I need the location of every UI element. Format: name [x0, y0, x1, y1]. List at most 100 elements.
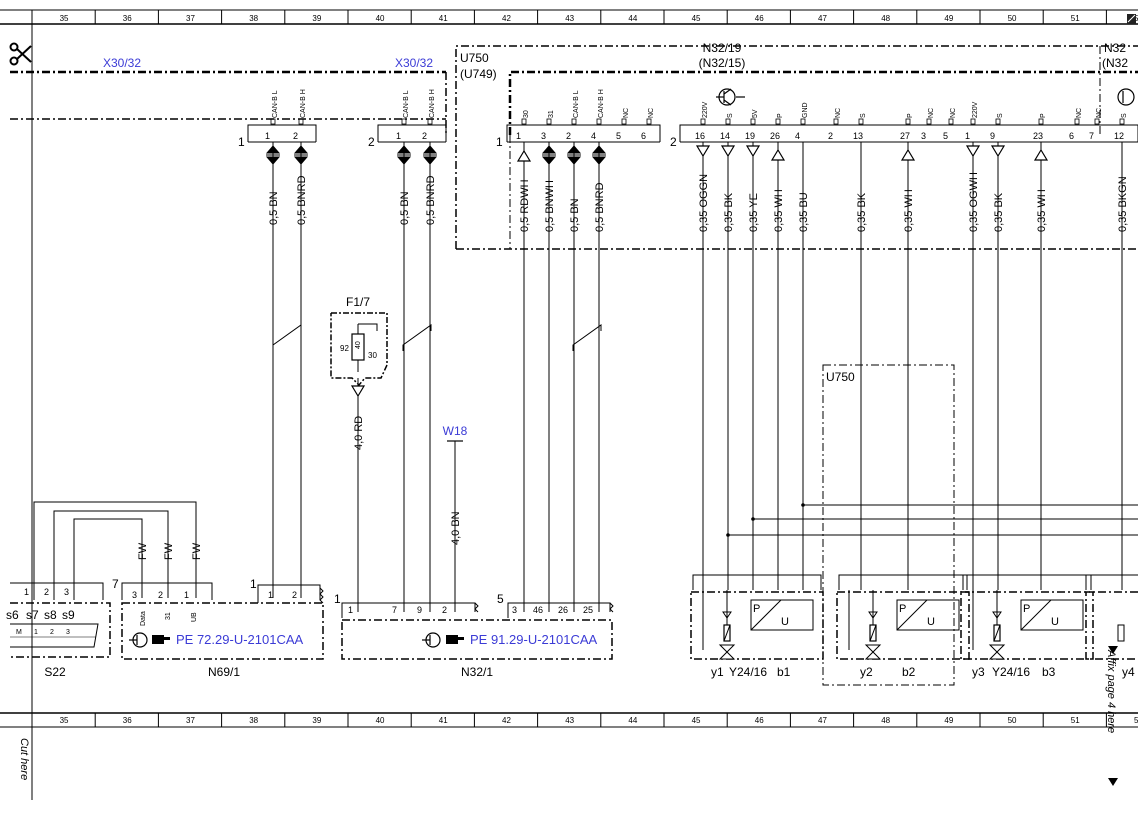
ruler-number: 48: [881, 14, 890, 23]
wire-label: 0,35 OGWH: [968, 172, 980, 232]
ruler-number: 35: [60, 14, 69, 23]
pin-signal: 30: [523, 110, 530, 118]
ruler-number: 40: [376, 716, 385, 725]
ruler-number: 36: [123, 14, 132, 23]
wire-label: FW: [191, 542, 203, 560]
pin-signal: P: [907, 113, 914, 118]
pressure-sensor: [750, 599, 814, 631]
pin-number: 27: [900, 131, 910, 141]
ruler-number: 51: [1071, 14, 1080, 23]
pin-socket: [621, 118, 627, 125]
ruler-number: 45: [692, 716, 701, 725]
connector-number: 2: [670, 135, 677, 149]
pin-number: 2: [828, 131, 833, 141]
valve-block: [836, 591, 970, 660]
pin-number: 14: [720, 131, 730, 141]
svg-text:3: 3: [132, 590, 137, 600]
ruler-number: 41: [439, 14, 448, 23]
pressure-label: P: [899, 603, 906, 615]
svg-text:2: 2: [50, 629, 54, 636]
wire: [33, 501, 197, 600]
solenoid-coil: [993, 624, 1001, 642]
u750-mid-box: U750: [822, 364, 955, 686]
pin-socket: [1074, 118, 1080, 125]
bus-lines: [10, 45, 1138, 250]
pressure-sensor-diagonal: [896, 599, 928, 631]
valve-header: [1085, 574, 1138, 590]
module-n32-small-connector: 1 1 2: [250, 577, 324, 604]
affix-page-text: Affix page 4 here: [1105, 649, 1117, 733]
svg-text:26: 26: [558, 605, 568, 615]
ruler-number: 39: [312, 14, 321, 23]
svg-text:2: 2: [158, 590, 163, 600]
transistor-icon: [129, 632, 148, 648]
transistor-icon: [422, 632, 441, 648]
wire-label: FW: [137, 542, 149, 560]
connector-number: 1: [496, 135, 503, 149]
pressure-label: U: [1051, 616, 1059, 628]
wire-label: 0,35 BU: [798, 192, 810, 232]
pin-signal: CAN-B L: [272, 90, 279, 118]
pin-socket: [905, 118, 911, 125]
reference-hand-icon: [152, 635, 170, 644]
svg-text:1: 1: [334, 592, 341, 606]
junction-dot: [726, 533, 730, 537]
wire-label: 0,35 BK: [723, 192, 735, 232]
pin-signal: P: [1040, 113, 1047, 118]
pin-number: 3: [921, 131, 926, 141]
svg-text:Y24/16: Y24/16: [992, 665, 1030, 679]
svg-text:y3: y3: [972, 665, 985, 679]
svg-text:1: 1: [184, 590, 189, 600]
ruler-number: 41: [439, 716, 448, 725]
svg-text:Y24/16: Y24/16: [729, 665, 767, 679]
bidirectional-arrow-icon: [293, 156, 309, 165]
pressure-label: U: [781, 616, 789, 628]
ruler-number: 42: [502, 716, 511, 725]
ruler-number: 46: [755, 716, 764, 725]
pin-socket: [270, 118, 276, 125]
pin-socket: [750, 118, 756, 125]
connector-header: [377, 124, 447, 142]
pin-socket: [1094, 118, 1100, 125]
pin-signal: S: [727, 113, 734, 118]
pin-number: 4: [795, 131, 800, 141]
pressure-label: U: [927, 616, 935, 628]
svg-text:2: 2: [292, 590, 297, 600]
pin-signal: S: [1121, 113, 1128, 118]
pin-socket: [700, 118, 706, 125]
pin-socket: [833, 118, 839, 125]
pin-number: 6: [641, 131, 646, 141]
wires: [33, 142, 1138, 612]
arrow-up-icon: [900, 148, 916, 161]
arrow-down-icon: [350, 385, 366, 398]
module-n69-1: 7 3 2 1 Data 31 UB PE 72.29-U-2101CAA N6…: [112, 577, 324, 679]
ruler-number: 45: [692, 14, 701, 23]
n69-reference-link[interactable]: PE 72.29-U-2101CAA: [176, 632, 304, 647]
pin-socket: [995, 118, 1001, 125]
pin-signal: NC: [950, 108, 957, 118]
ruler-number: 51: [1071, 716, 1080, 725]
n32-1-reference-link[interactable]: PE 91.29-U-2101CAA: [470, 632, 598, 647]
pin-signal: S: [860, 113, 867, 118]
svg-text:1: 1: [348, 605, 353, 615]
pin-signal: GND: [802, 102, 809, 118]
valve-block: [690, 591, 824, 660]
pin-number: 23: [1033, 131, 1043, 141]
bidirectional-arrow-icon: [422, 145, 438, 154]
solenoid-coil: [723, 624, 731, 642]
pin-signal: CAN-B H: [300, 89, 307, 118]
pin-number: 9: [990, 131, 995, 141]
pin-signal: 31: [548, 110, 555, 118]
ruler-number: 49: [944, 716, 953, 725]
pin-socket: [401, 118, 407, 125]
ruler-number: 37: [186, 716, 195, 725]
arrow-down-icon: [695, 145, 711, 158]
arrow-up-icon: [1033, 148, 1049, 161]
svg-text:y2: y2: [860, 665, 873, 679]
bidirectional-arrow-icon: [566, 156, 582, 165]
s22-pin-s7: s7: [26, 608, 39, 622]
s22-pin-s9: s9: [62, 608, 75, 622]
svg-text:7: 7: [112, 577, 119, 591]
wire-label: 0,5 BN: [399, 191, 411, 225]
